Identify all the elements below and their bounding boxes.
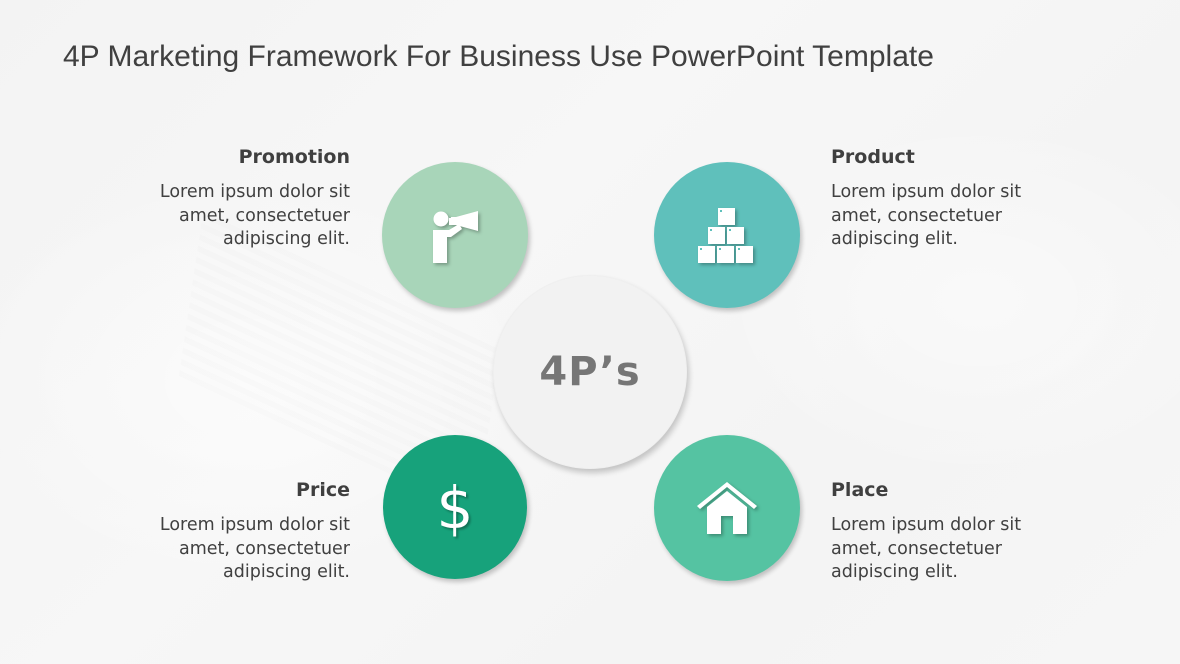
product-body: Lorem ipsum dolor sit amet, consectetuer… bbox=[831, 182, 1022, 249]
promotion-body: Lorem ipsum dolor sit amet, consectetuer… bbox=[159, 182, 350, 249]
megaphone-person-icon bbox=[433, 211, 478, 263]
center-label: 4P’s bbox=[539, 349, 641, 395]
promotion-heading: Promotion bbox=[238, 146, 350, 168]
place-body: Lorem ipsum dolor sit amet, consectetuer… bbox=[831, 515, 1022, 582]
place-text-block: Place Lorem ipsum dolor sit amet, consec… bbox=[831, 478, 1071, 585]
house-icon bbox=[697, 482, 757, 534]
price-body: Lorem ipsum dolor sit amet, consectetuer… bbox=[159, 515, 350, 582]
center-4ps-circle: 4P’s bbox=[493, 275, 687, 469]
place-circle bbox=[654, 435, 800, 581]
product-circle bbox=[654, 162, 800, 308]
promotion-text-block: Promotion Lorem ipsum dolor sit amet, co… bbox=[110, 145, 350, 252]
product-text-block: Product Lorem ipsum dolor sit amet, cons… bbox=[831, 145, 1071, 252]
stacked-boxes-icon bbox=[698, 208, 753, 263]
price-heading: Price bbox=[296, 479, 350, 501]
place-heading: Place bbox=[831, 479, 889, 501]
promotion-circle bbox=[382, 162, 528, 308]
slide-title: 4P Marketing Framework For Business Use … bbox=[63, 40, 934, 73]
product-heading: Product bbox=[831, 146, 915, 168]
dollar-sign-icon: $ bbox=[436, 474, 474, 542]
price-circle: $ bbox=[383, 435, 527, 579]
price-text-block: Price Lorem ipsum dolor sit amet, consec… bbox=[110, 478, 350, 585]
